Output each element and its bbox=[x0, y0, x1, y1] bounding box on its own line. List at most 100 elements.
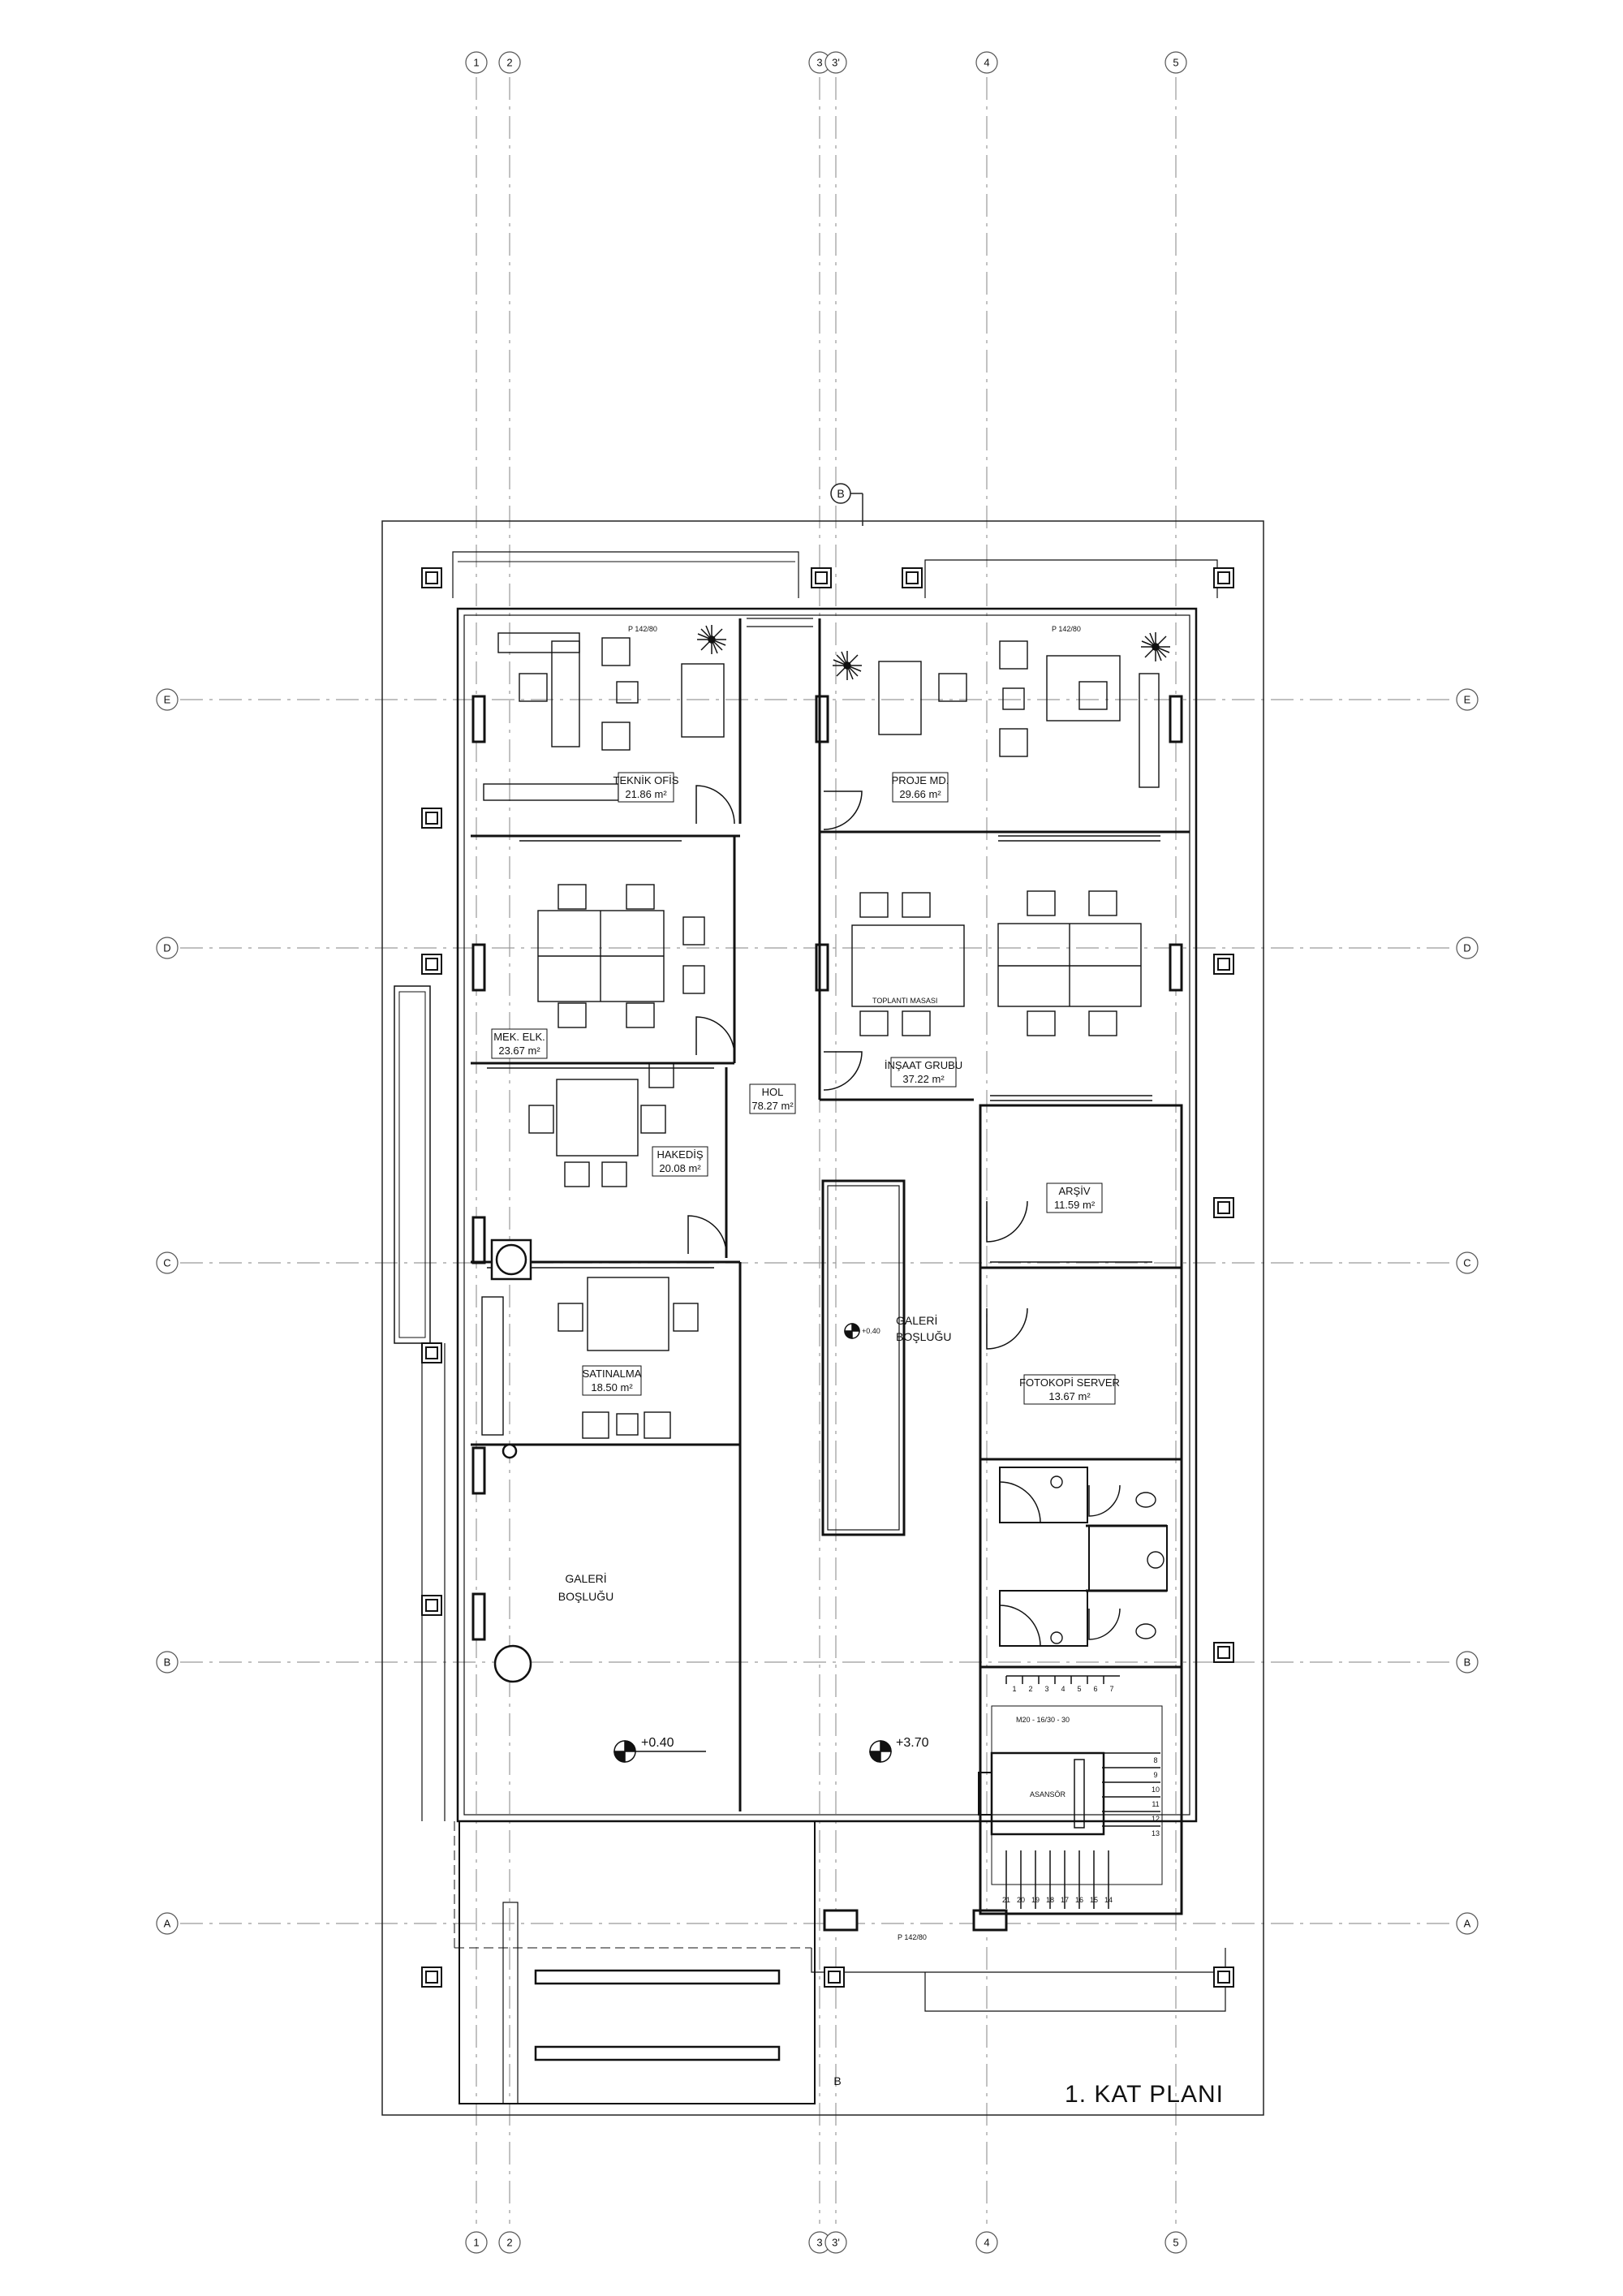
grid-col-3p-bottom: 3' bbox=[832, 2237, 840, 2249]
grid-col-2-bottom: 2 bbox=[506, 2237, 512, 2249]
room-area-hakedis: 20.08 m² bbox=[659, 1162, 701, 1174]
room-area-proje-md: 29.66 m² bbox=[899, 788, 941, 800]
stair-step-number: 15 bbox=[1090, 1896, 1098, 1904]
furniture bbox=[481, 632, 1160, 1439]
wc-fixtures bbox=[1050, 1475, 1165, 1644]
grid-bubbles-left bbox=[156, 688, 179, 1935]
stair-step-number: 20 bbox=[1017, 1896, 1025, 1904]
stair-step-number: 14 bbox=[1104, 1896, 1113, 1904]
stair-step-number: 9 bbox=[1153, 1771, 1157, 1779]
grid-row-a-left: A bbox=[164, 1918, 171, 1930]
stair-step-number: 3 bbox=[1044, 1685, 1048, 1693]
stair-step-number: 12 bbox=[1152, 1815, 1160, 1823]
stair-step-number: 19 bbox=[1031, 1896, 1040, 1904]
grid-col-3-bottom: 3 bbox=[816, 2237, 822, 2249]
stair-step-numbers-top: 1 2 3 4 5 6 7 bbox=[1012, 1685, 1113, 1693]
grid-bubbles-right bbox=[1456, 688, 1479, 1935]
grid-bubbles-top bbox=[465, 51, 1187, 74]
stair-step-number: 6 bbox=[1093, 1685, 1097, 1693]
entrance-steps bbox=[534, 1969, 781, 2061]
room-names: TEKNİK OFİS PROJE MD. MEK. ELK. İNŞAAT G… bbox=[493, 774, 1120, 1389]
room-area-arsiv: 11.59 m² bbox=[1054, 1199, 1096, 1211]
central-gallery-void bbox=[821, 1179, 906, 1536]
room-name-insaat-grubu: İNŞAAT GRUBU bbox=[885, 1059, 962, 1071]
window-code-3: P 142/80 bbox=[898, 1933, 927, 1941]
room-areas: 21.86 m² 29.66 m² 23.67 m² 37.22 m² 78.2… bbox=[498, 788, 1095, 1402]
sheet-frame bbox=[381, 520, 1264, 2116]
section-marker-bottom-label: B bbox=[833, 2074, 841, 2087]
door-swings bbox=[687, 785, 1121, 1647]
grid-row-b-right: B bbox=[1464, 1656, 1471, 1669]
room-label-boxes bbox=[491, 772, 1116, 1405]
room-area-hol: 78.27 m² bbox=[751, 1100, 794, 1112]
grid-row-e-right: E bbox=[1464, 694, 1471, 706]
stair-step-numbers-bottom: 21 20 19 18 17 16 15 14 bbox=[1002, 1896, 1113, 1904]
room-area-satinalma: 18.50 m² bbox=[591, 1381, 633, 1394]
elevator-label: ASANSÖR bbox=[1030, 1790, 1066, 1798]
room-name-fotokopi-server: FOTOKOPİ SERVER bbox=[1019, 1376, 1120, 1389]
room-name-hakedis: HAKEDİŞ bbox=[657, 1148, 703, 1161]
grid-col-1-bottom: 1 bbox=[473, 2237, 479, 2249]
stair-step-number: 11 bbox=[1152, 1800, 1159, 1808]
grid-col-2-top: 2 bbox=[506, 57, 512, 69]
stair-step-number: 4 bbox=[1061, 1685, 1065, 1693]
left-void-label-1: GALERİ bbox=[565, 1571, 606, 1585]
window-code-1: P 142/80 bbox=[628, 625, 657, 633]
void-labels: GALERİ BOŞLUĞU GALERİ BOŞLUĞU bbox=[558, 1313, 952, 1603]
level-hall: +3.70 bbox=[896, 1736, 929, 1750]
room-name-mek-elk: MEK. ELK. bbox=[493, 1031, 545, 1043]
room-area-mek-elk: 23.67 m² bbox=[498, 1045, 540, 1057]
room-area-teknik-ofis: 21.86 m² bbox=[625, 788, 667, 800]
level-texts: +0.40 +0.40 +3.70 bbox=[641, 1327, 929, 1750]
stair-step-number: 7 bbox=[1109, 1685, 1113, 1693]
outer-walls bbox=[394, 551, 1226, 2104]
stair-step-number: 18 bbox=[1046, 1896, 1054, 1904]
level-central-void: +0.40 bbox=[862, 1327, 880, 1335]
grid-row-c-left: C bbox=[163, 1257, 170, 1269]
grid-labels: 1 2 3 3' 4 5 1 2 3 3' 4 5 E D C B A E D … bbox=[163, 57, 1470, 2249]
stair-step-number: 2 bbox=[1028, 1685, 1032, 1693]
elevator bbox=[978, 1751, 1105, 1836]
interior-walls bbox=[471, 618, 1190, 1915]
grid-row-b-left: B bbox=[164, 1656, 171, 1669]
room-name-teknik-ofis: TEKNİK OFİS bbox=[613, 774, 679, 786]
level-left-gallery: +0.40 bbox=[641, 1736, 674, 1750]
stair-note: M20 - 16/30 - 30 bbox=[1016, 1716, 1070, 1724]
grid-col-3-top: 3 bbox=[816, 57, 822, 69]
left-void-label-2: BOŞLUĞU bbox=[558, 1590, 613, 1603]
stair-step-number: 8 bbox=[1153, 1756, 1157, 1764]
window-code-2: P 142/80 bbox=[1052, 625, 1081, 633]
grid-row-d-left: D bbox=[163, 942, 170, 954]
plant-icons bbox=[697, 625, 1170, 680]
central-void-label-2: BOŞLUĞU bbox=[896, 1330, 951, 1343]
corridor-openings bbox=[747, 618, 813, 627]
stair-step-number: 10 bbox=[1152, 1786, 1160, 1794]
round-elements bbox=[490, 1238, 532, 1683]
grid-row-c-right: C bbox=[1463, 1257, 1470, 1269]
section-marker-top bbox=[830, 483, 863, 526]
stair-step-number: 16 bbox=[1075, 1896, 1083, 1904]
grid-row-a-right: A bbox=[1464, 1918, 1471, 1930]
stair-step-number: 13 bbox=[1152, 1829, 1160, 1837]
room-name-proje-md: PROJE MD. bbox=[892, 774, 949, 786]
stair-step-number: 17 bbox=[1061, 1896, 1069, 1904]
grid-row-e-left: E bbox=[164, 694, 171, 706]
level-markers bbox=[613, 1323, 892, 1763]
stair-step-number: 21 bbox=[1002, 1896, 1010, 1904]
room-name-hol: HOL bbox=[762, 1086, 784, 1098]
grid-col-4-top: 4 bbox=[984, 57, 989, 69]
room-name-satinalma: SATINALMA bbox=[583, 1368, 642, 1380]
grid-bubbles-bottom bbox=[465, 2231, 1187, 2254]
grid-row-d-right: D bbox=[1463, 942, 1470, 954]
window-strips bbox=[487, 835, 1160, 1269]
stair-step-numbers-right: 8 9 10 11 12 13 bbox=[1152, 1756, 1160, 1837]
central-void-label-1: GALERİ bbox=[896, 1313, 937, 1327]
grid-col-1-top: 1 bbox=[473, 57, 479, 69]
grid-col-5-top: 5 bbox=[1173, 57, 1178, 69]
room-name-arsiv: ARŞİV bbox=[1058, 1185, 1090, 1197]
stairs bbox=[991, 1675, 1163, 1909]
grid-col-4-bottom: 4 bbox=[984, 2237, 989, 2249]
meeting-table-label: TOPLANTI MASASI bbox=[872, 997, 937, 1005]
room-area-fotokopi-server: 13.67 m² bbox=[1048, 1390, 1091, 1402]
